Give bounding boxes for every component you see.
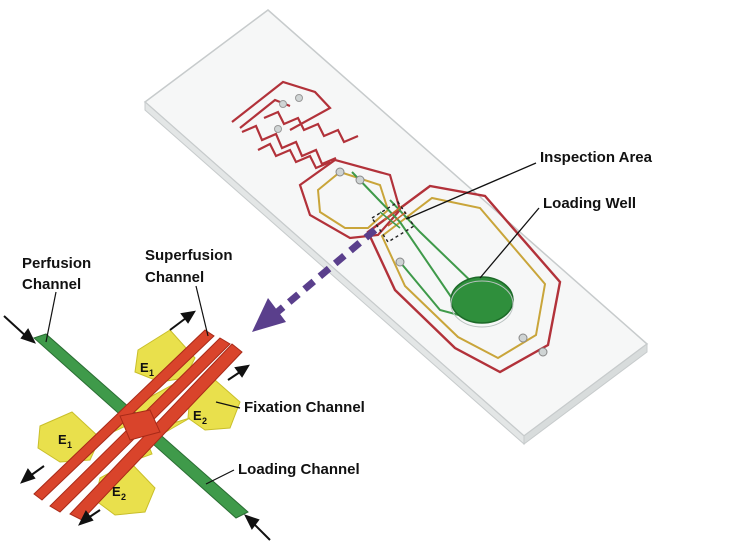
loading-well (450, 276, 514, 328)
svg-text:2: 2 (202, 416, 207, 426)
loading-channel-label: Loading Channel (238, 461, 360, 478)
superfusion-channel-label-line2: Channel (145, 269, 204, 286)
red-superfusion-channels (33, 329, 243, 521)
perfusion-channel-label-line2: Channel (22, 276, 81, 293)
detail-leader-lines (45, 285, 241, 485)
perfusion-channel-label-line1: Perfusion (22, 255, 91, 272)
serpentine-electrode-upper (231, 80, 359, 170)
electrode-e2-right: E 2 (193, 408, 207, 426)
magnified-detail: E 1 E 2 E 1 E 2 (3, 285, 271, 541)
svg-text:E: E (193, 408, 202, 423)
fixation-channel-label: Fixation Channel (244, 399, 365, 416)
electrode-e1-left: E 1 (58, 432, 72, 450)
loading-well-label: Loading Well (543, 195, 636, 212)
svg-text:E: E (58, 432, 67, 447)
port-holes (335, 167, 548, 357)
svg-text:1: 1 (149, 368, 154, 378)
svg-text:E: E (140, 360, 149, 375)
svg-text:E: E (112, 484, 121, 499)
leader-lines (405, 162, 540, 279)
flow-arrows (3, 310, 271, 541)
electrode-e2-bottom: E 2 (112, 484, 126, 502)
svg-text:2: 2 (121, 492, 126, 502)
zoom-arrow (252, 227, 378, 332)
glass-slide (143, 9, 649, 446)
electrode-e1-top: E 1 (140, 360, 154, 378)
svg-text:1: 1 (67, 440, 72, 450)
superfusion-channel-label-line1: Superfusion (145, 247, 233, 264)
inspection-area-box (371, 201, 415, 243)
inspection-area-label: Inspection Area (540, 149, 653, 166)
